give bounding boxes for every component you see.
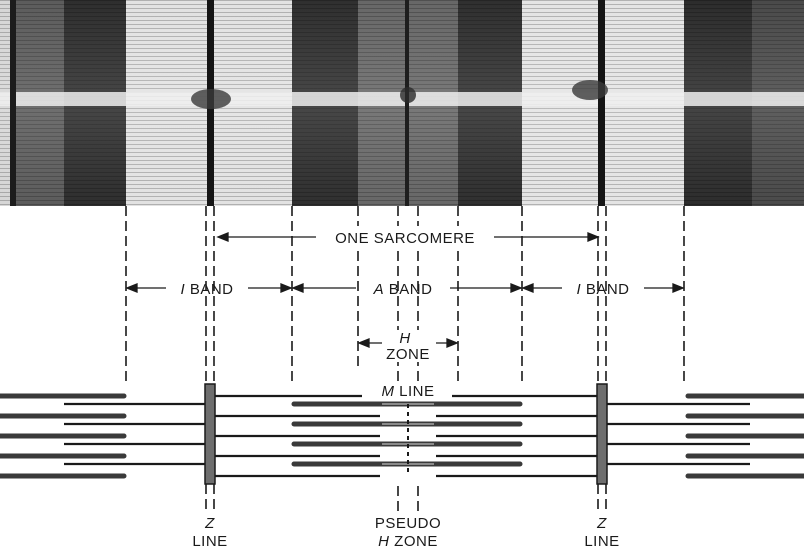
z-line-micro-right — [598, 0, 605, 206]
m-line-label: M LINE — [381, 383, 434, 400]
m-line-micro — [405, 0, 409, 206]
z-line-left-z: Z — [204, 515, 215, 532]
pseudo-label: PSEUDO — [375, 515, 441, 532]
i-band-right-label: I BAND — [576, 281, 629, 298]
thin-filaments-left — [64, 394, 380, 478]
z-line-micro-edge — [10, 0, 16, 206]
z-disc-left — [204, 383, 216, 485]
filament-diagram — [0, 383, 804, 485]
electron-micrograph — [0, 0, 804, 206]
dimension-arrows — [125, 232, 685, 348]
thick-filaments-right — [685, 393, 804, 479]
thin-filaments-right — [436, 394, 750, 478]
micrograph-sheen — [0, 0, 804, 206]
labels: ONE SARCOMERE I BAND A BAND I BAND H ZON… — [180, 226, 629, 550]
z-granule-right — [572, 80, 608, 100]
z-line-right-line: LINE — [584, 533, 619, 550]
z-disc-right — [596, 383, 608, 485]
sarcomere-arrowhead-left — [216, 232, 229, 242]
a-band-label: A BAND — [373, 281, 433, 298]
z-line-right-z: Z — [596, 515, 607, 532]
i-band-left-label: I BAND — [180, 281, 233, 298]
thick-filaments-left — [0, 393, 127, 479]
h-zone-zone-label: ZONE — [386, 346, 430, 363]
h-zone-bottom-label: H ZONE — [378, 533, 438, 550]
z-granule-left — [191, 89, 231, 109]
h-zone-h-label: H — [399, 330, 410, 347]
m-granule — [400, 87, 416, 103]
z-line-left-line: LINE — [192, 533, 227, 550]
sarcomere-arrowhead-right — [587, 232, 600, 242]
one-sarcomere-label: ONE SARCOMERE — [335, 230, 475, 247]
